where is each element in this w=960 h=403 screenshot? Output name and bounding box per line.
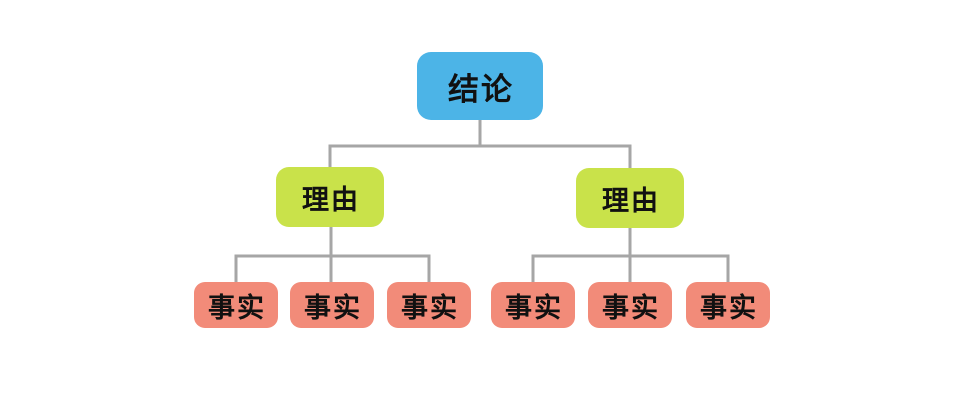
node-conclusion: 结论 — [417, 52, 543, 120]
connector-root-to-reasons — [328, 144, 632, 168]
node-reason-left: 理由 — [276, 167, 384, 227]
node-fact-1: 事实 — [194, 282, 278, 328]
node-fact-5: 事实 — [588, 282, 672, 328]
node-fact-3: 事实 — [387, 282, 471, 328]
connector-reason-left-to-facts — [234, 254, 431, 283]
connector-reason-right-to-facts — [531, 254, 730, 283]
node-fact-4: 事实 — [491, 282, 575, 328]
node-reason-right: 理由 — [576, 168, 684, 228]
node-fact-2: 事实 — [290, 282, 374, 328]
node-fact-6: 事实 — [686, 282, 770, 328]
